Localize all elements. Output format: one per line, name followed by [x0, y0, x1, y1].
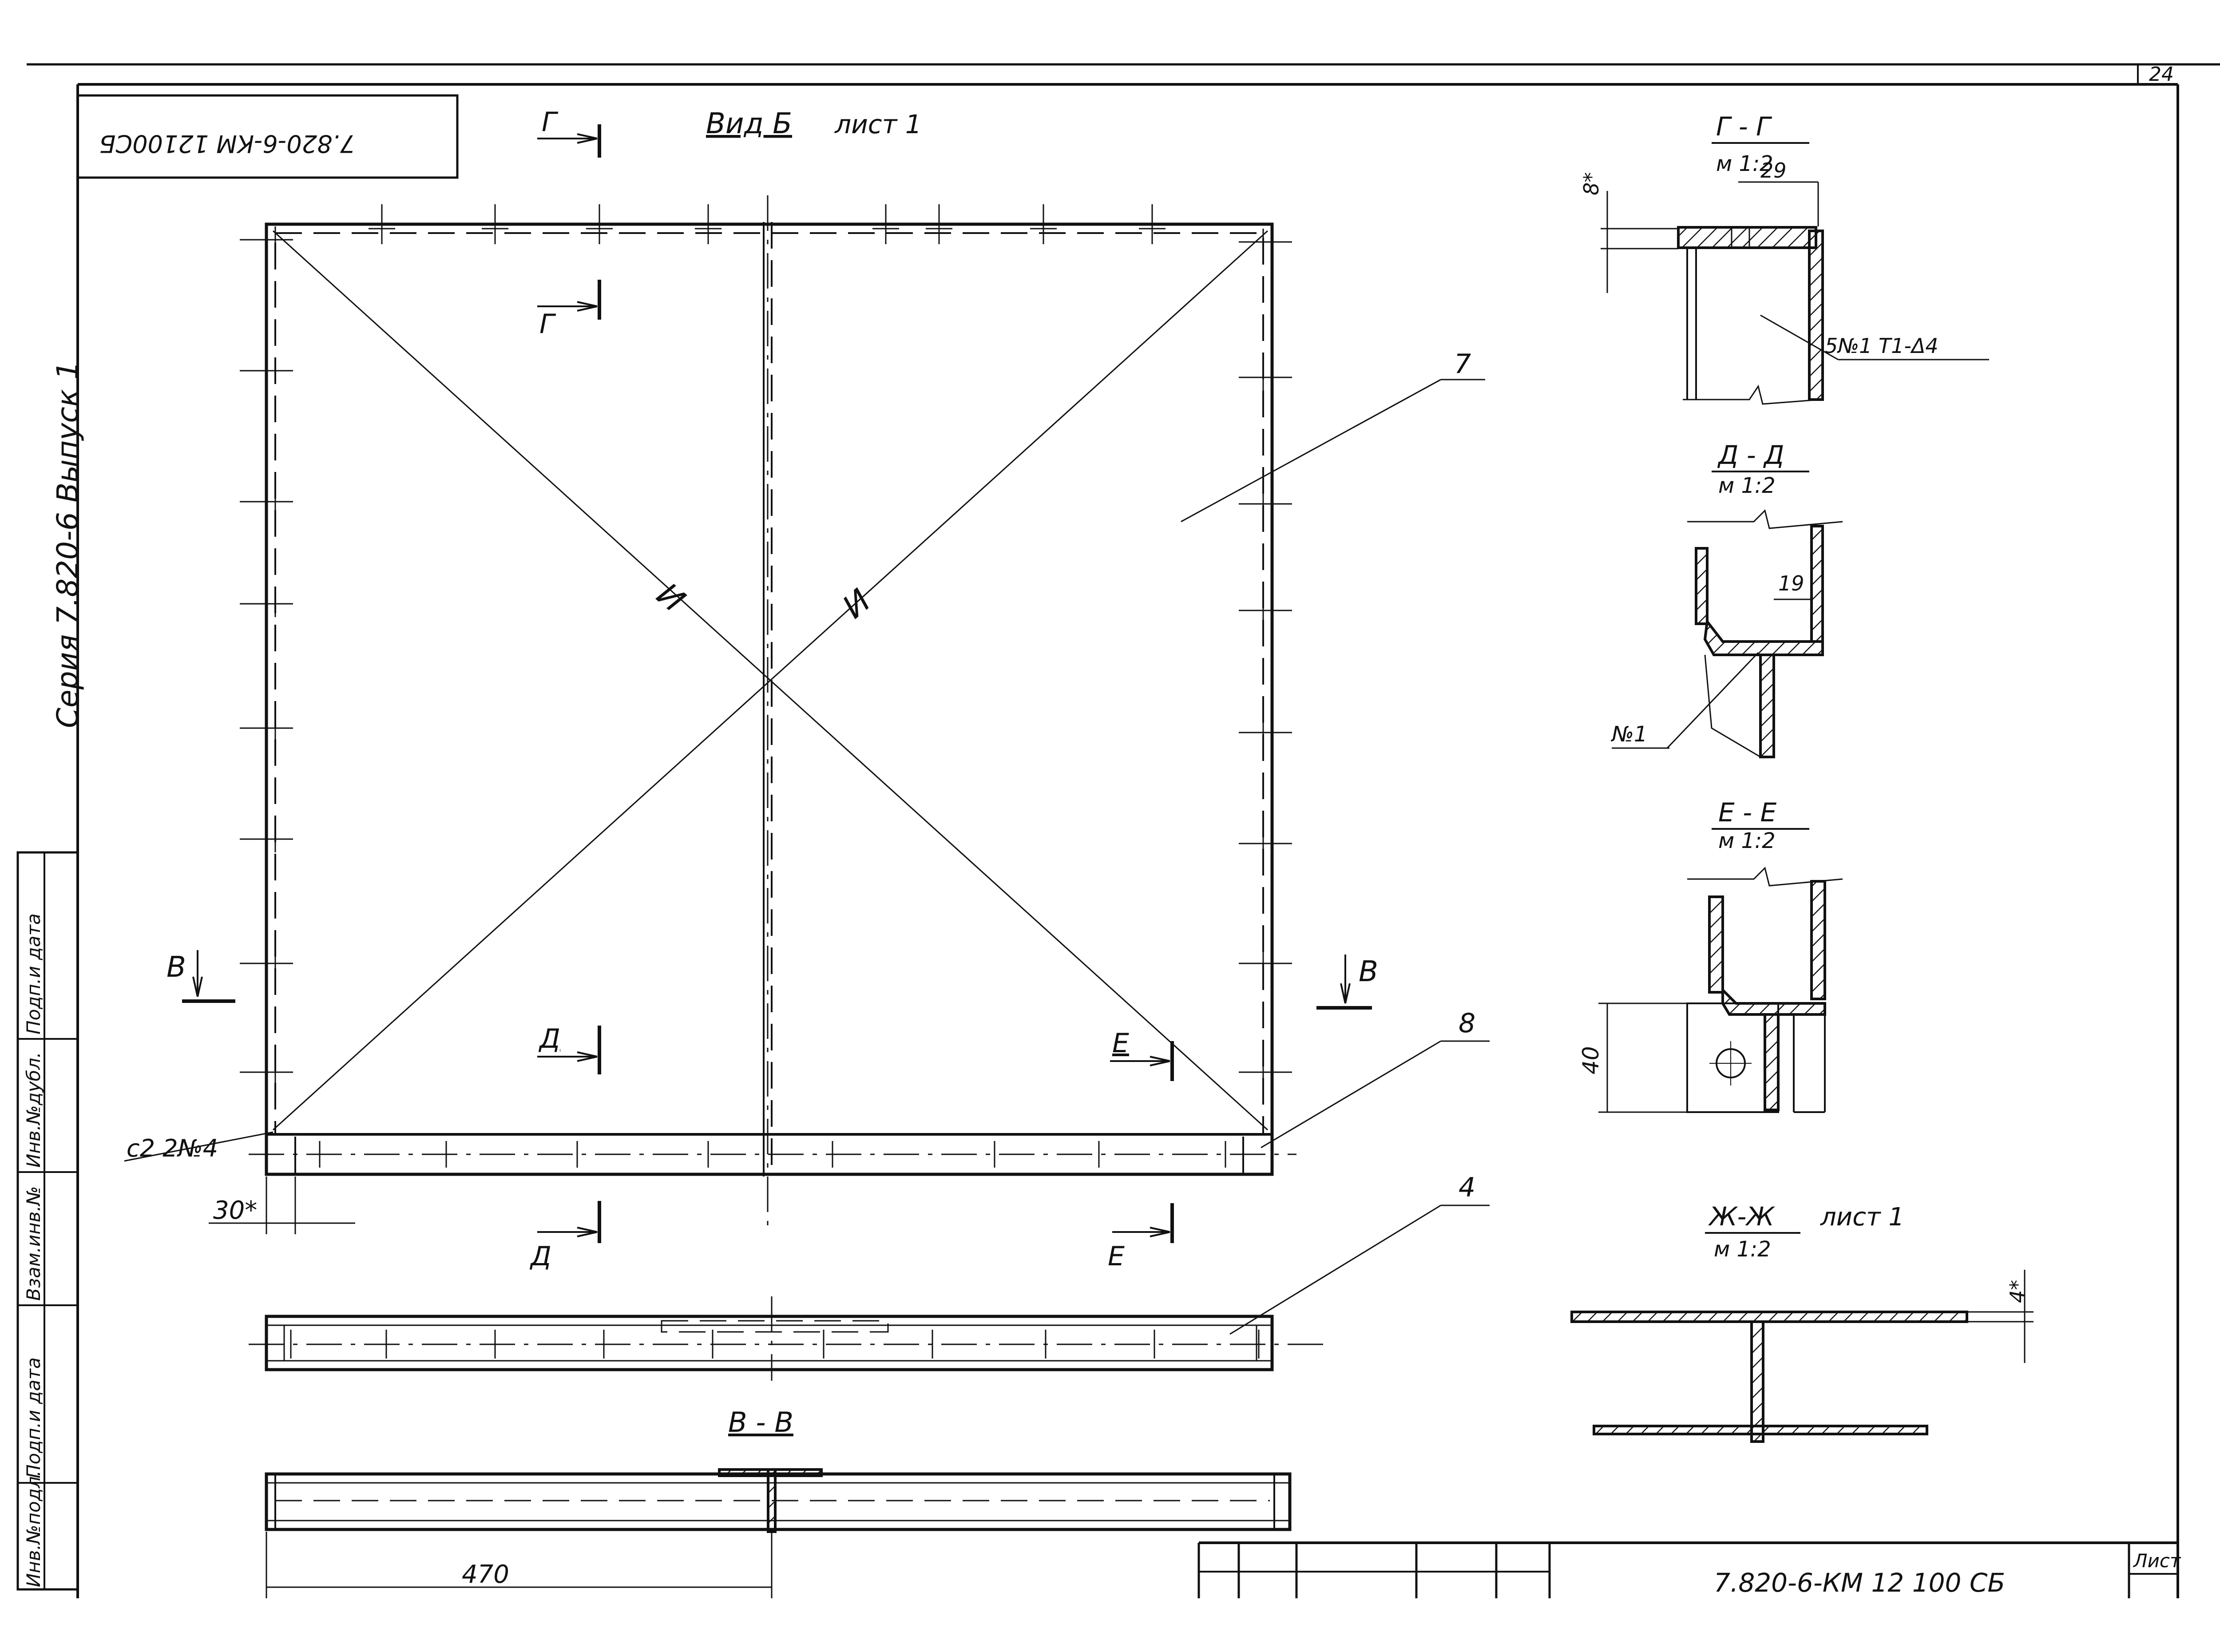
title-block: 7.820-6-КМ 12 100 СБ Лист: [1197, 1541, 2181, 1598]
cut-marker-g-mid: Г: [537, 280, 601, 340]
diagonal-mark-left: И: [650, 575, 692, 619]
side-stamp-column: Подп.и дата Инв.№дубл. Взам.инв.№ Подп.и…: [16, 851, 79, 1591]
view-title: Вид Б: [706, 107, 792, 140]
section-zz: Ж-Ж м 1:2 лист 1 4*: [1570, 1201, 2034, 1443]
section-ee: Е - Е м 1:2 40: [1578, 797, 1843, 1113]
section-gg: Г - Г м 1:2 29 8* 5№1 Т1-Δ4: [1579, 111, 1989, 405]
cut-marker-d-bottom: Д: [529, 1201, 601, 1272]
section-dd: Д - Д м 1:2 19 №1: [1610, 440, 1843, 758]
callout-7: 7: [1181, 349, 1485, 523]
section-zz-ref: лист 1: [1820, 1203, 1904, 1232]
section-ee-dim-40: 40: [1578, 1046, 1604, 1074]
bolt-ticks-right: [1239, 229, 1292, 1085]
section-ee-scale: м 1:2: [1718, 828, 1776, 853]
callout-8: 8: [1261, 1008, 1490, 1149]
beam-plan: [249, 1296, 1323, 1381]
section-gg-weld: 5№1 Т1-Δ4: [1825, 334, 1939, 358]
section-zz-scale: м 1:2: [1714, 1237, 1771, 1262]
cut-label-v-left: В: [166, 951, 186, 984]
section-zz-title: Ж-Ж: [1708, 1201, 1775, 1232]
bolt-ticks-bottom: [319, 1141, 1226, 1168]
main-panel-view: [249, 195, 1296, 1225]
section-gg-title: Г - Г: [1716, 111, 1772, 142]
beam-plan-ticks: [290, 1330, 1260, 1359]
doc-code-stamp-box: 7.820-6-КМ 12100СБ: [76, 94, 459, 179]
section-zz-dim-4: 4*: [2006, 1280, 2030, 1303]
section-gg-dim-8: 8*: [1579, 172, 1603, 195]
sheet-number: 24: [2149, 63, 2174, 86]
dim-470: 470: [266, 1532, 773, 1598]
cut-label-g-mid: Г: [539, 309, 556, 340]
side-stamp-3: Взам.инв.№: [23, 1186, 44, 1301]
title-block-code: 7.820-6-КМ 12 100 СБ: [1714, 1568, 2005, 1598]
cut-marker-v-left: В: [166, 950, 235, 1003]
section-vv-elevation: [265, 1468, 1292, 1533]
section-ee-title: Е - Е: [1718, 797, 1776, 828]
bolt-ticks-left: [240, 226, 293, 1085]
cut-marker-d-mid: Д: [537, 1023, 601, 1074]
side-stamp-1: Подп.и дата: [23, 913, 44, 1034]
cut-marker-g-top: Г: [537, 107, 601, 158]
svg-text:4: 4: [1459, 1172, 1475, 1203]
title-block-sheet-label: Лист: [2133, 1550, 2181, 1572]
section-dd-title: Д - Д: [1717, 440, 1784, 470]
series-label: Серия 7.820-6 Выпуск 1: [51, 361, 85, 728]
cut-label-v-right: В: [1359, 955, 1378, 988]
cut-label-g-top: Г: [542, 107, 559, 138]
section-gg-dim-29: 29: [1760, 158, 1787, 182]
svg-text:с2 2№4: с2 2№4: [127, 1134, 218, 1162]
svg-text:7: 7: [1454, 349, 1471, 380]
svg-text:8: 8: [1459, 1008, 1475, 1039]
cut-marker-e-bottom: Е: [1108, 1203, 1174, 1272]
section-vv-title: В - В: [728, 1406, 793, 1438]
side-stamp-2: Инв.№дубл.: [23, 1052, 44, 1168]
cut-marker-v-right: В: [1316, 955, 1378, 1010]
svg-text:30*: 30*: [213, 1196, 257, 1225]
view-sheet-ref: лист 1: [834, 109, 922, 139]
weld-note-corner: с2 2№4: [124, 1131, 274, 1162]
svg-text:470: 470: [462, 1560, 509, 1589]
section-gg-scale: м 1:2: [1716, 151, 1773, 176]
callout-4: 4: [1229, 1172, 1490, 1335]
cut-label-d-bottom: Д: [529, 1241, 551, 1272]
side-stamp-4: Подп.и дата: [23, 1357, 44, 1478]
section-dd-weld: №1: [1610, 722, 1647, 747]
cut-marker-e-mid: Е: [1110, 1028, 1174, 1081]
cut-label-e-mid: Е: [1112, 1028, 1129, 1059]
bolt-ticks-top: [369, 204, 1166, 244]
cut-label-d-mid: Д: [538, 1023, 560, 1054]
section-dd-scale: м 1:2: [1718, 473, 1776, 498]
dim-30: 30*: [209, 1177, 355, 1234]
doc-code-stamp: 7.820-6-КМ 12100СБ: [99, 130, 355, 158]
side-stamp-5: Инв.№подл.: [23, 1470, 44, 1587]
section-dd-dim-19: 19: [1778, 571, 1804, 595]
cut-label-e-bottom: Е: [1108, 1241, 1125, 1272]
